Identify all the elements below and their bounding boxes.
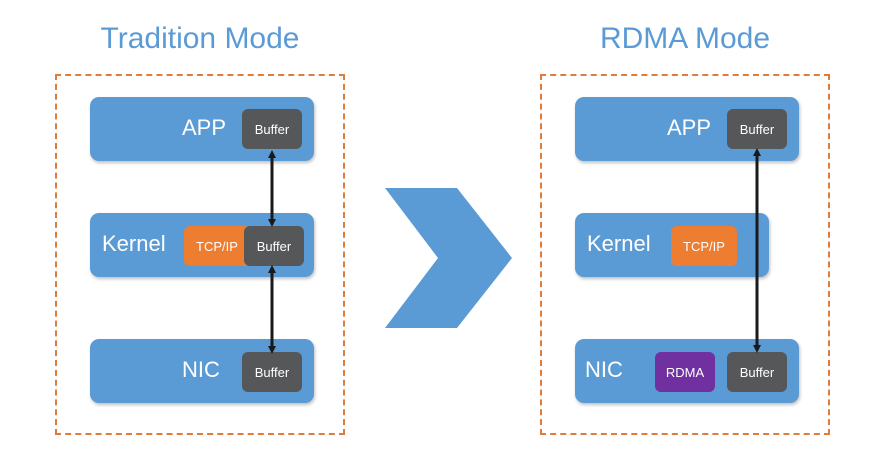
rdma-tcpip-chip: TCP/IP <box>671 226 737 266</box>
traditional-kernel-buffer: Buffer <box>244 226 304 266</box>
rdma-engine-chip: RDMA <box>655 352 715 392</box>
traditional-app-label: APP <box>182 115 227 140</box>
rdma-kernel-layer: Kernel TCP/IP <box>575 213 769 277</box>
rdma-nic-buffer: Buffer <box>727 352 787 392</box>
traditional-kernel-layer: Kernel TCP/IP Buffer <box>90 213 314 277</box>
traditional-nic-layer: NIC Buffer <box>90 339 314 403</box>
rdma-app-buffer: Buffer <box>727 109 787 149</box>
traditional-app-buffer: Buffer <box>242 109 302 149</box>
rdma-app-label: APP <box>667 115 712 140</box>
traditional-tcpip-chip: TCP/IP <box>184 226 250 266</box>
rdma-kernel-label: Kernel <box>587 231 651 256</box>
rdma-mode-title: RDMA Mode <box>599 22 771 55</box>
rdma-nic-label: NIC <box>585 357 623 382</box>
traditional-mode-title: Tradition Mode <box>100 22 300 55</box>
rdma-nic-layer: NIC RDMA Buffer <box>575 339 799 403</box>
traditional-kernel-label: Kernel <box>102 231 166 256</box>
rdma-app-layer: APP Buffer <box>575 97 799 161</box>
traditional-mode-frame <box>55 74 345 435</box>
traditional-nic-buffer: Buffer <box>242 352 302 392</box>
chevron-right-icon <box>385 188 512 328</box>
rdma-mode-frame <box>540 74 830 435</box>
traditional-nic-label: NIC <box>182 357 220 382</box>
traditional-app-layer: APP Buffer <box>90 97 314 161</box>
